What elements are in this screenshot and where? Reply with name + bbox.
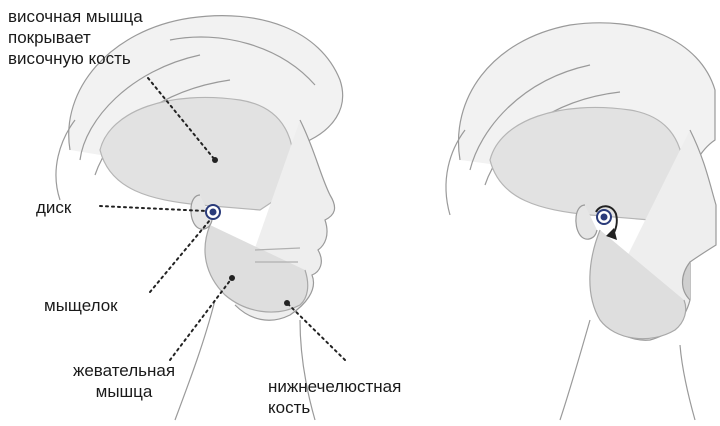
label-temporal-muscle: височная мышца покрывает височную кость <box>8 6 143 69</box>
label-disc: диск <box>36 197 71 218</box>
left-tmj-disc <box>206 205 220 219</box>
label-mandible: нижнечелюстная кость <box>268 376 401 418</box>
pointer-condyle <box>150 220 210 292</box>
left-skull <box>100 97 293 210</box>
right-tmj-disc <box>597 210 611 224</box>
pointer-disc <box>100 206 206 211</box>
right-head-illustration <box>446 23 716 420</box>
label-masseter: жевательная мышца <box>44 360 204 402</box>
right-neck <box>560 320 590 420</box>
label-condyle: мыщелок <box>44 295 118 316</box>
